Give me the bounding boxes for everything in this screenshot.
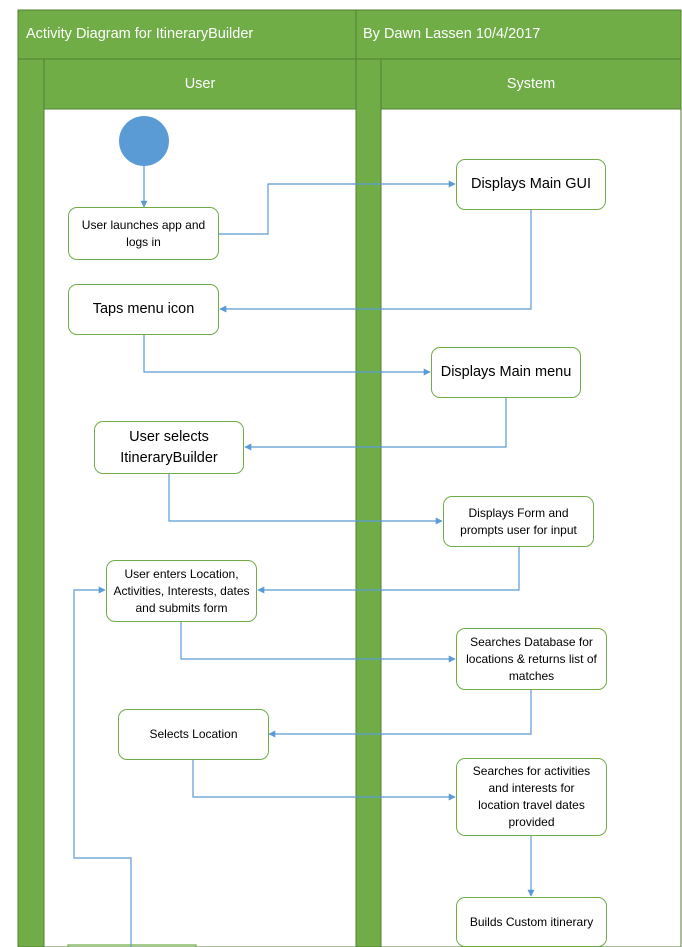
node-selects-location-label: Selects Location bbox=[149, 727, 238, 741]
connector-search-db-to-select-location bbox=[268, 690, 532, 738]
pool-side-strip bbox=[17, 58, 45, 947]
node-searches-database-label: Searches Database for locations & return… bbox=[466, 634, 597, 683]
node-selects-location: Selects Location bbox=[118, 709, 269, 760]
connector-select-to-form bbox=[168, 473, 443, 525]
diagram-title: Activity Diagram for ItineraryBuilder bbox=[26, 26, 254, 42]
user-lane-label: User bbox=[184, 76, 216, 92]
node-user-enters-details-label: User enters Location, Activities, Intere… bbox=[113, 566, 250, 615]
system-lane-label: System bbox=[506, 76, 556, 92]
node-taps-menu-icon: Taps menu icon bbox=[68, 284, 219, 335]
node-user-launches-app: User launches app and logs in bbox=[68, 207, 219, 260]
node-searches-database: Searches Database for locations & return… bbox=[456, 628, 607, 690]
node-user-launches-app-label: User launches app and logs in bbox=[81, 217, 206, 249]
node-user-enters-details: User enters Location, Activities, Intere… bbox=[106, 560, 257, 622]
connector-main-menu-to-select bbox=[244, 397, 507, 451]
node-searches-activities-label: Searches for activities and interests fo… bbox=[472, 764, 591, 829]
node-user-selects-itinerarybuilder: User selects ItineraryBuilder bbox=[94, 421, 244, 474]
node-builds-custom-itinerary-label: Builds Custom itinerary bbox=[469, 914, 594, 929]
system-lane-separator bbox=[355, 58, 382, 947]
node-displays-form-label: Displays Form and prompts user for input bbox=[460, 505, 577, 537]
connector-enter-to-search-db bbox=[180, 622, 456, 663]
node-displays-main-gui-label: Displays Main GUI bbox=[470, 176, 592, 192]
connector-select-location-to-search-activities bbox=[192, 759, 456, 801]
start-node-icon bbox=[119, 116, 169, 166]
node-displays-main-menu: Displays Main menu bbox=[431, 347, 581, 398]
node-builds-custom-itinerary: Builds Custom itinerary bbox=[456, 897, 607, 947]
connector-menu-icon-to-main-menu bbox=[143, 334, 431, 376]
node-taps-menu-icon-label: Taps menu icon bbox=[92, 301, 195, 317]
diagram-author: By Dawn Lassen 10/4/2017 bbox=[363, 26, 541, 42]
node-displays-form: Displays Form and prompts user for input bbox=[443, 496, 594, 547]
node-user-selects-itinerarybuilder-label: User selects ItineraryBuilder bbox=[120, 428, 218, 466]
connector-form-to-enter bbox=[257, 547, 520, 594]
node-searches-activities: Searches for activities and interests fo… bbox=[456, 758, 607, 836]
node-displays-main-gui: Displays Main GUI bbox=[456, 159, 606, 210]
node-displays-main-menu-label: Displays Main menu bbox=[440, 364, 572, 380]
partial-node-bottom bbox=[67, 944, 197, 947]
title-header-bar bbox=[17, 9, 682, 60]
connector-gui-to-menu-icon bbox=[219, 209, 532, 313]
connector-loop-back-to-enter bbox=[73, 586, 132, 947]
connector-launch-to-gui bbox=[219, 180, 456, 235]
